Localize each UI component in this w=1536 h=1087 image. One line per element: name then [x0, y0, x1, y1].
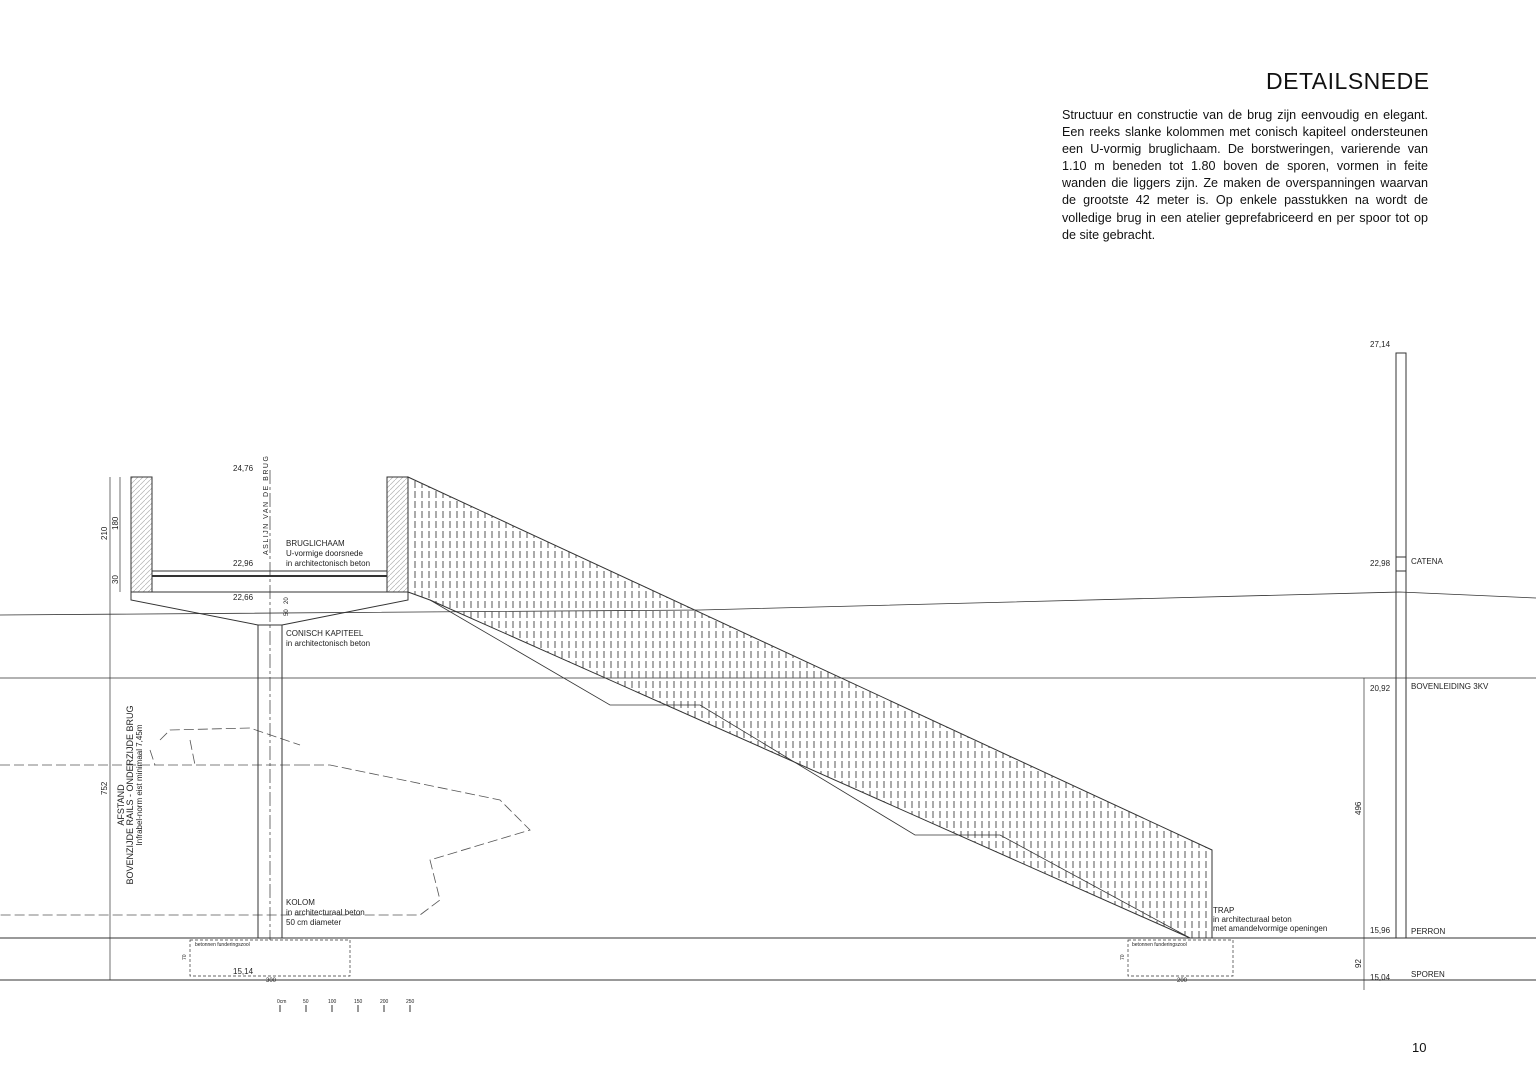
scale-label: 50: [303, 999, 309, 1005]
bruglichaam-title: BRUGLICHAAM: [286, 539, 345, 548]
kapiteel-line1: in architectonisch beton: [286, 639, 370, 648]
dim-70-left: 70: [182, 954, 188, 960]
catenary-pole: [1395, 352, 1407, 939]
kolom-line1: in architecturaal beton: [286, 908, 365, 917]
dim-30: 30: [111, 575, 120, 584]
scale-label: 150: [354, 999, 363, 1005]
level-bovenleiding: 20,92: [1370, 684, 1391, 693]
level-deck-bottom: 22,66: [233, 593, 254, 602]
trap-line2: met amandelvormige openingen: [1213, 924, 1327, 933]
dim-300: 300: [266, 978, 277, 984]
kolom-line2: 50 cm diameter: [286, 918, 341, 927]
scale-label: 250: [406, 999, 415, 1005]
page-title: DETAILSNEDE: [1266, 68, 1430, 94]
scale-label: 200: [380, 999, 389, 1005]
catena-label: CATENA: [1411, 557, 1444, 566]
afstand-title: AFSTAND: [116, 784, 126, 826]
axis-label: ASLIJN VAN DE BRUG: [263, 455, 270, 555]
dim-20: 20: [284, 597, 290, 604]
scale-label: 0cm: [277, 999, 286, 1005]
description-text: Structuur en constructie van de brug zij…: [1062, 108, 1428, 242]
scale-bar-labels: 0cm 50 100 150 200 250: [277, 999, 415, 1005]
catenary-line: [0, 591, 1536, 616]
dim-210: 210: [100, 526, 109, 540]
stair: [407, 476, 1213, 939]
afstand-line1: BOVENZIJDE RAILS - ONDERZIJDE BRUG: [125, 705, 135, 884]
kapiteel-title: CONISCH KAPITEEL: [286, 629, 364, 638]
level-deck-top: 22,96: [233, 559, 254, 568]
level-top-bridge: 24,76: [233, 464, 254, 473]
train-outline: [0, 727, 531, 916]
dim-496: 496: [1354, 801, 1363, 815]
kolom-title: KOLOM: [286, 898, 315, 907]
bruglichaam-line1: U-vormige doorsnede: [286, 549, 363, 558]
afstand-line2: Infrabel-norm eist minimaal 7,45m: [135, 724, 144, 845]
scale-label: 100: [328, 999, 337, 1005]
trap-title: TRAP: [1213, 906, 1234, 915]
fundering-right-label: betonnen funderingszool: [1132, 942, 1187, 948]
scale-bar: [279, 1005, 411, 1012]
dim-180: 180: [111, 516, 120, 530]
conical-capital: [130, 592, 409, 626]
trap-line1: in architecturaal beton: [1213, 915, 1292, 924]
dim-752: 752: [100, 781, 109, 795]
dim-50: 50: [284, 609, 290, 616]
dim-200: 200: [1177, 978, 1188, 984]
level-sporen: 15,04: [1370, 973, 1391, 982]
perron-label: PERRON: [1411, 927, 1445, 936]
page-number: 10: [1412, 1040, 1427, 1055]
bruglichaam-line2: in architectonisch beton: [286, 559, 370, 568]
level-catena: 22,98: [1370, 559, 1391, 568]
bridge-deck: [130, 476, 409, 593]
level-perron: 15,96: [1370, 926, 1391, 935]
fundering-left-label: betonnen funderingszool: [195, 942, 250, 948]
dim-92: 92: [1354, 959, 1363, 968]
foundation-right: [1127, 939, 1234, 977]
sporen-label: SPOREN: [1411, 970, 1445, 979]
foundation-left: [189, 939, 351, 977]
level-pole-top: 27,14: [1370, 340, 1391, 349]
level-foundation: 15,14: [233, 967, 254, 976]
bovenleiding-label: BOVENLEIDING 3KV: [1411, 682, 1489, 691]
dim-70-right: 70: [1120, 954, 1126, 960]
